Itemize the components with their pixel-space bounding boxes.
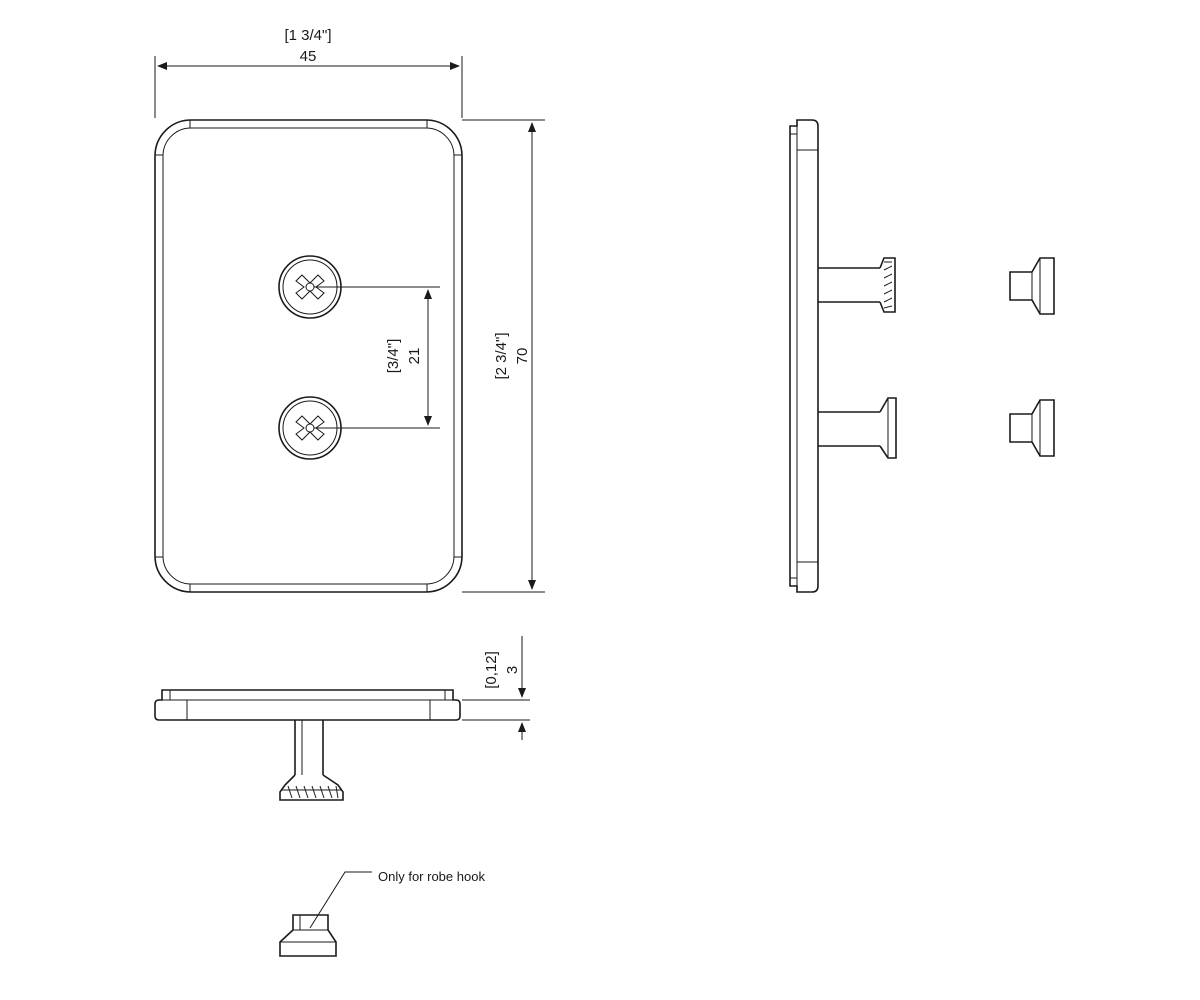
hole-spacing-inch-label: [3/4"] [385, 339, 402, 374]
height-mm-label: 70 [514, 348, 531, 365]
thickness-mm-label: 3 [504, 666, 521, 674]
robe-hook-leader-line [309, 871, 372, 929]
side-view [789, 119, 1055, 593]
side-post-bottom [818, 397, 897, 459]
bottom-plate [154, 689, 461, 721]
robe-hook-note: Only for robe hook [378, 869, 485, 884]
height-inch-label: [2 3/4"] [493, 332, 510, 379]
side-plate [789, 119, 819, 593]
plate-outline [154, 119, 463, 593]
side-post-top [818, 257, 896, 313]
plate-inner-edge [162, 127, 455, 585]
side-cap-top [1009, 257, 1055, 315]
thickness-inch-label: [0,12] [483, 651, 500, 689]
side-cap-bottom [1009, 399, 1055, 457]
bottom-view: [0,12] 3 [154, 636, 530, 801]
bottom-post [279, 720, 344, 801]
robe-hook-cap: Only for robe hook [279, 869, 485, 957]
width-mm-label: 45 [300, 48, 317, 65]
front-view: [1 3/4"] 45 [2 3/4"] 70 [3/4"] 21 [154, 27, 545, 593]
width-inch-label: [1 3/4"] [284, 27, 331, 44]
hole-spacing-mm-label: 21 [406, 348, 423, 365]
